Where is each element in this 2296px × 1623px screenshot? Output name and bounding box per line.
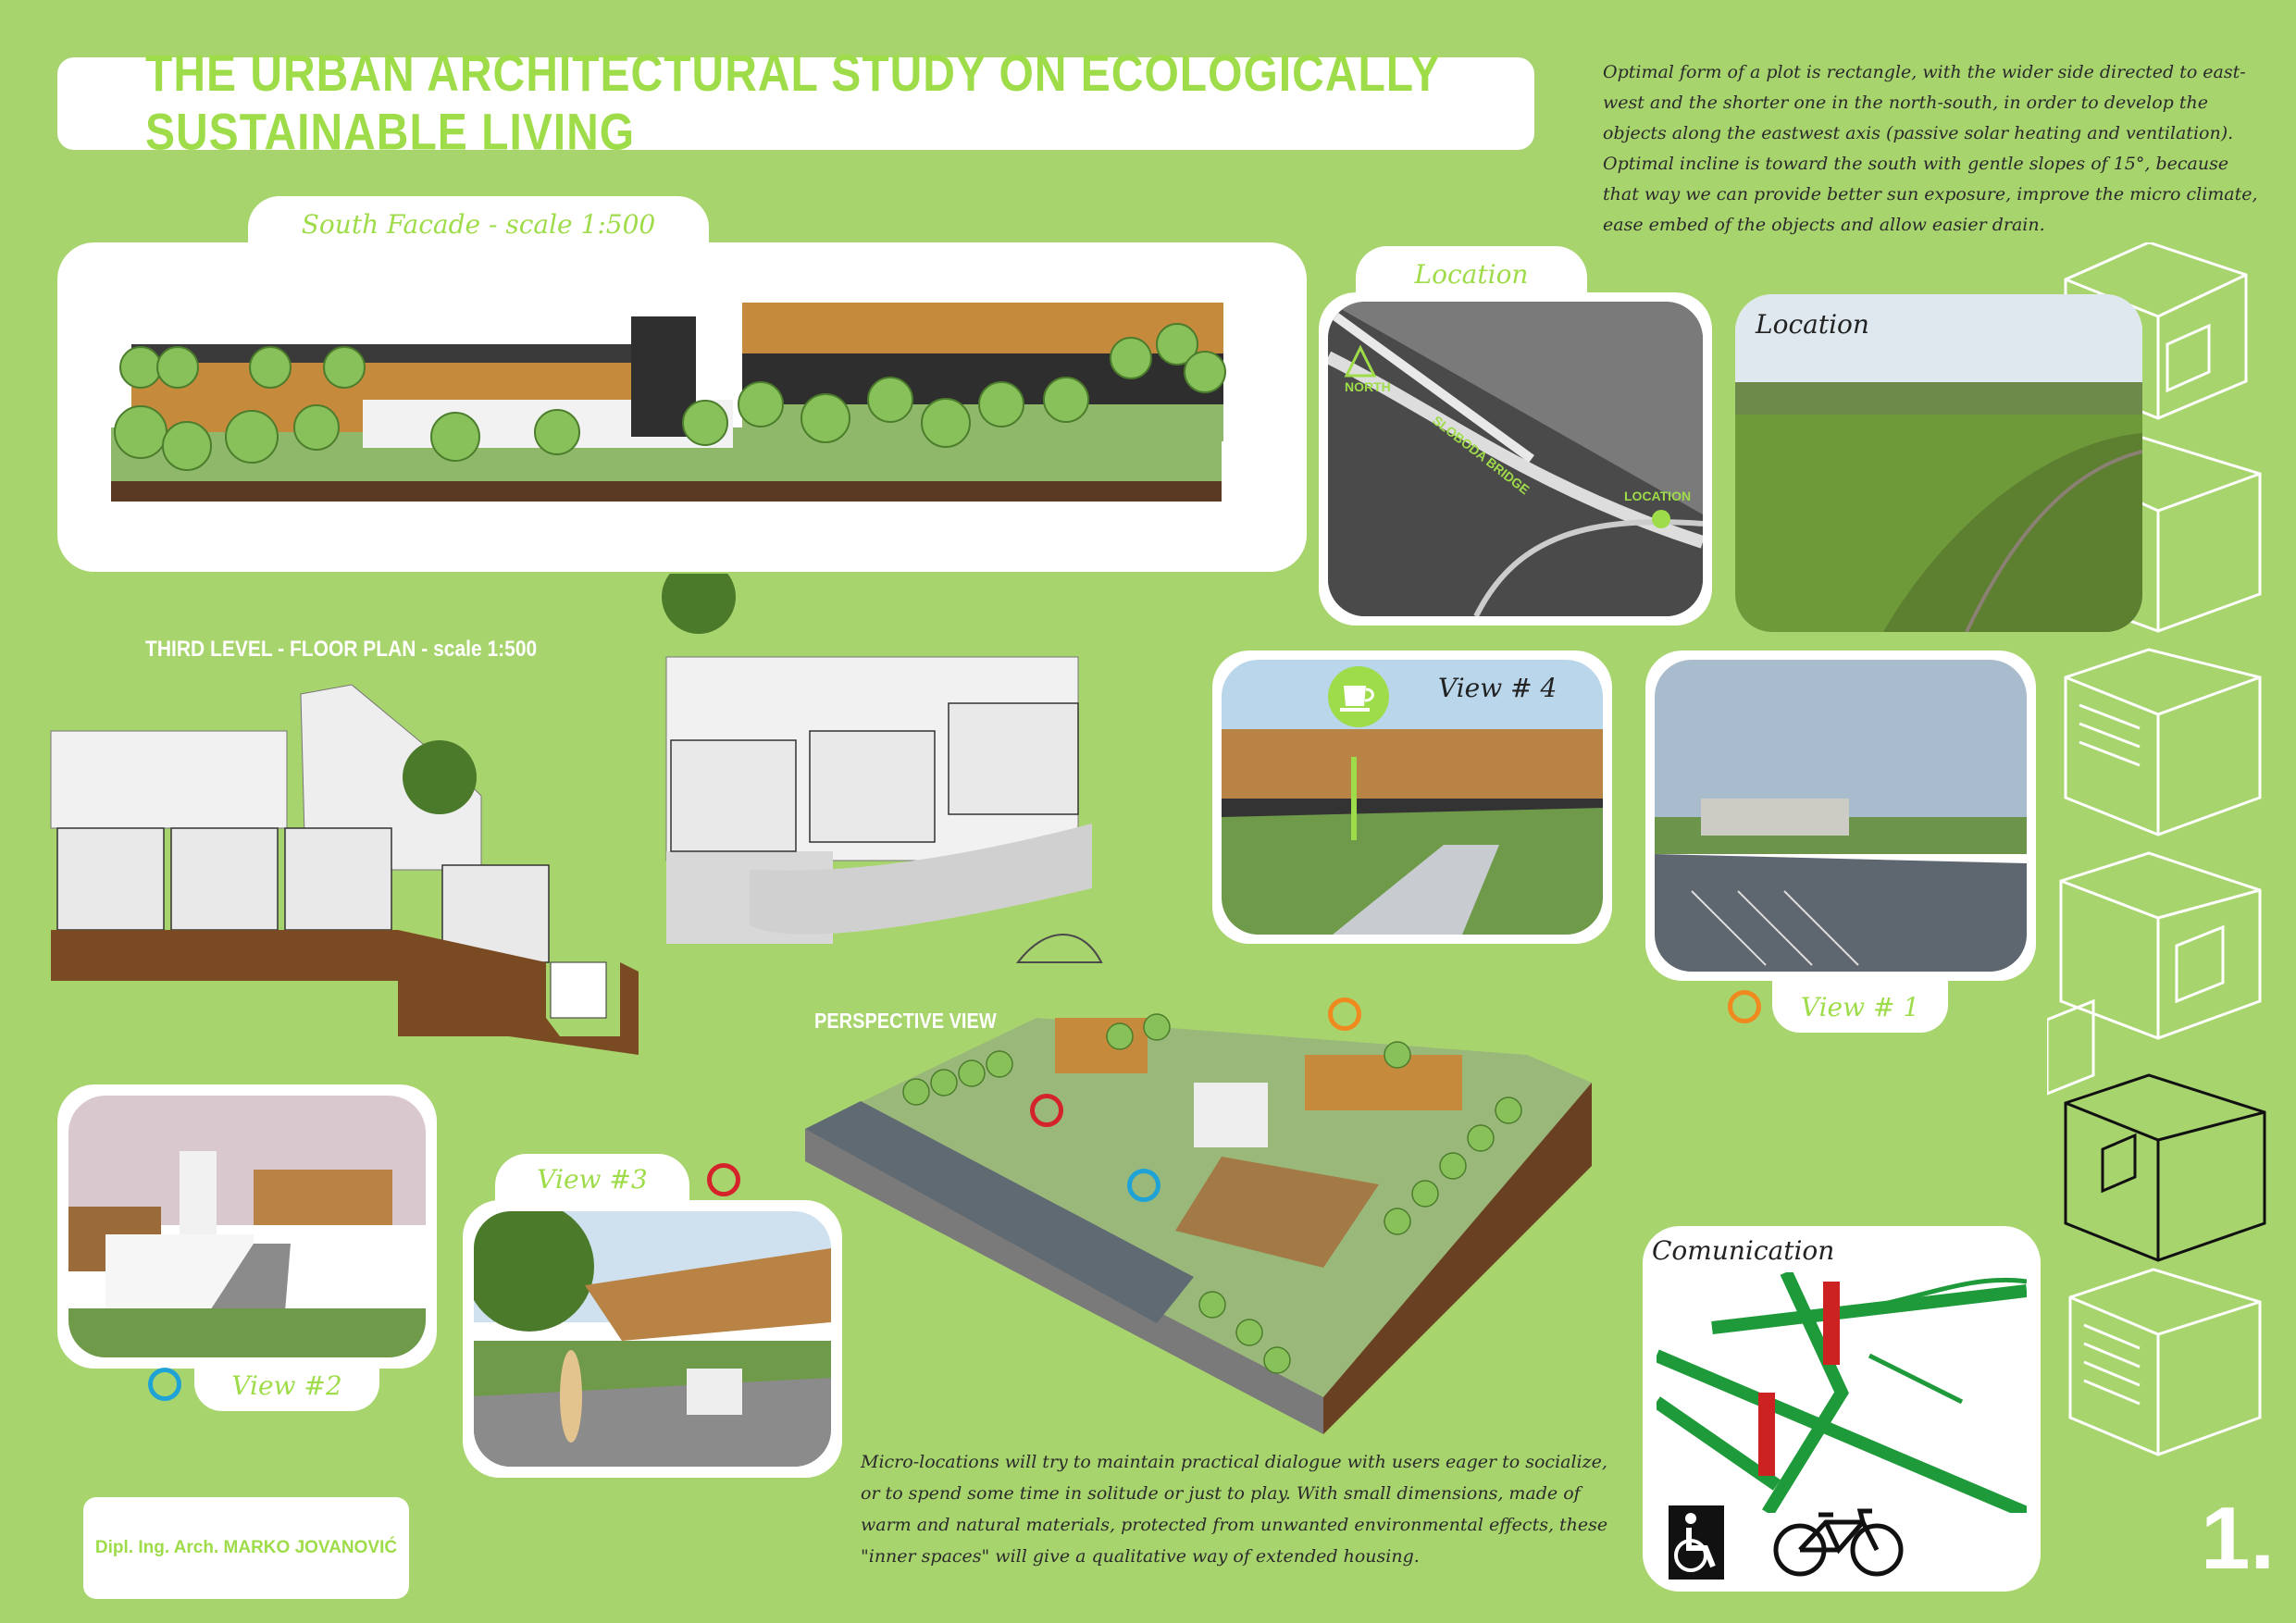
location-label-2: Location bbox=[1756, 309, 1869, 340]
cup-icon bbox=[1328, 666, 1389, 727]
view2-tab: View #2 bbox=[194, 1360, 379, 1411]
red-marker-ring bbox=[1030, 1094, 1063, 1127]
micro-locations-text: Micro-locations will try to maintain pra… bbox=[861, 1452, 1608, 1567]
author-credit: Dipl. Ing. Arch. MARKO JOVANOVIĆ bbox=[83, 1497, 409, 1599]
intro-text: Optimal form of a plot is rectangle, wit… bbox=[1603, 62, 2258, 235]
blue-marker-ring bbox=[1127, 1169, 1160, 1202]
view1-marker-ring bbox=[1728, 990, 1761, 1023]
location-photo bbox=[1735, 294, 2142, 632]
view4-label: View # 4 bbox=[1438, 673, 1558, 703]
view3-tab: View #3 bbox=[495, 1154, 689, 1205]
communication-map bbox=[1657, 1272, 2027, 1513]
view2-marker-ring bbox=[148, 1368, 181, 1401]
perspective-view bbox=[805, 1013, 1592, 1434]
view1-panel bbox=[1645, 650, 2036, 981]
communication-panel: Comunication bbox=[1643, 1226, 2041, 1592]
location-photo-drawing bbox=[1735, 294, 2142, 632]
perspective-label: PERSPECTIVE VIEW bbox=[814, 1010, 997, 1034]
view4-drawing bbox=[1222, 660, 1603, 935]
map-north-label: NORTH bbox=[1345, 379, 1391, 394]
page-title: THE URBAN ARCHITECTURAL STUDY ON ECOLOGI… bbox=[145, 45, 1440, 162]
aerial-map-image: NORTH SLOBODA BRIDGE LOCATION bbox=[1328, 302, 1703, 616]
view4-image bbox=[1222, 660, 1603, 935]
view1-drawing bbox=[1655, 660, 2027, 972]
view1-image bbox=[1655, 660, 2027, 972]
view2-image bbox=[68, 1096, 426, 1357]
aerial-map-panel: NORTH SLOBODA BRIDGE LOCATION bbox=[1319, 292, 1712, 626]
view4-panel: View # 4 bbox=[1212, 650, 1612, 944]
page-number: 1. bbox=[2201, 1489, 2276, 1588]
south-facade-drawing bbox=[111, 303, 1226, 502]
south-facade-panel bbox=[57, 242, 1307, 572]
floor-plan-label: THIRD LEVEL - FLOOR PLAN - scale 1:500 bbox=[145, 637, 538, 662]
floor-plan-drawing bbox=[50, 574, 1103, 1055]
wheelchair-icon bbox=[1669, 1505, 1724, 1580]
map-location-label: LOCATION bbox=[1624, 489, 1692, 503]
view2-drawing bbox=[68, 1096, 426, 1357]
view2-panel bbox=[57, 1084, 437, 1369]
view1-tab: View # 1 bbox=[1772, 981, 1948, 1033]
aerial-map-drawing bbox=[1328, 302, 1703, 616]
bicycle-icon bbox=[1773, 1508, 1904, 1577]
cup-icon-shape bbox=[1340, 686, 1374, 712]
location-photo-panel: Location bbox=[1735, 294, 2142, 632]
view3-marker-ring bbox=[707, 1163, 740, 1196]
view3-image bbox=[474, 1211, 831, 1467]
title-bar: THE URBAN ARCHITECTURAL STUDY ON ECOLOGI… bbox=[57, 46, 1534, 161]
view3-panel bbox=[463, 1200, 842, 1478]
view3-drawing bbox=[474, 1211, 831, 1467]
communication-label: Comunication bbox=[1652, 1235, 1835, 1266]
orange-marker-ring bbox=[1328, 997, 1361, 1031]
